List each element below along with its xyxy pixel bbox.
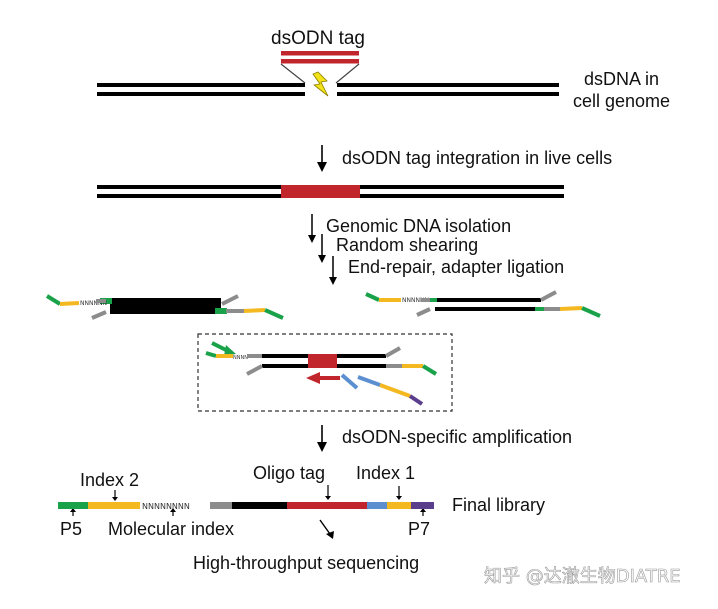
index2-label: Index 2: [80, 470, 139, 490]
svg-text:NNNNNN: NNNNNN: [402, 297, 429, 304]
svg-text:NNNNNN: NNNNNN: [80, 300, 107, 307]
arrow-step1: [317, 145, 327, 172]
index1-label: Index 1: [356, 463, 415, 483]
oligo-tag-label: Oligo tag: [253, 463, 325, 483]
fragment-left: NNNNNN: [45, 294, 284, 320]
amplification-box: [197, 333, 453, 412]
sequencing-label: High-throughput sequencing: [193, 553, 419, 573]
step-integration: dsODN tag integration in live cells: [342, 148, 612, 168]
amplification-detail: NNNN: [205, 341, 438, 406]
arrow-sequencing: [319, 519, 334, 539]
step-dna-isolation: Genomic DNA isolation: [326, 216, 511, 236]
final-library-label: Final library: [452, 495, 545, 515]
library-pointer-heads: [70, 496, 426, 512]
final-library-construct: [58, 502, 434, 509]
svg-text:NNNN: NNNN: [233, 355, 248, 361]
p7-label: P7: [408, 519, 430, 539]
tag-funnel-lines: [280, 63, 360, 84]
umi-sequence: NNNNNNNN: [142, 502, 190, 511]
p5-label: P5: [60, 519, 82, 539]
step-end-repair: End-repair, adapter ligation: [348, 257, 564, 277]
arrowheads-steps-2-4: [308, 235, 337, 285]
dsodn-tag: [281, 51, 359, 64]
integrated-dsdna: [97, 185, 564, 198]
fragment-right: NNNNNN: [365, 290, 601, 318]
watermark: 知乎 @达澈生物DIATRE: [484, 566, 681, 587]
genome-dsdna: [97, 83, 559, 96]
dsodn-tag-label: dsODN tag: [271, 28, 365, 49]
step-amplification: dsODN-specific amplification: [342, 427, 572, 447]
arrows-steps-2-4: [311, 214, 334, 280]
arrow-step5: [317, 425, 327, 452]
genome-label-line1: dsDNA in: [584, 69, 659, 89]
lightning-icon: [312, 71, 329, 97]
genome-label-line2: cell genome: [573, 91, 670, 111]
molecular-index-label: Molecular index: [108, 519, 234, 539]
step-shearing: Random shearing: [336, 235, 478, 255]
